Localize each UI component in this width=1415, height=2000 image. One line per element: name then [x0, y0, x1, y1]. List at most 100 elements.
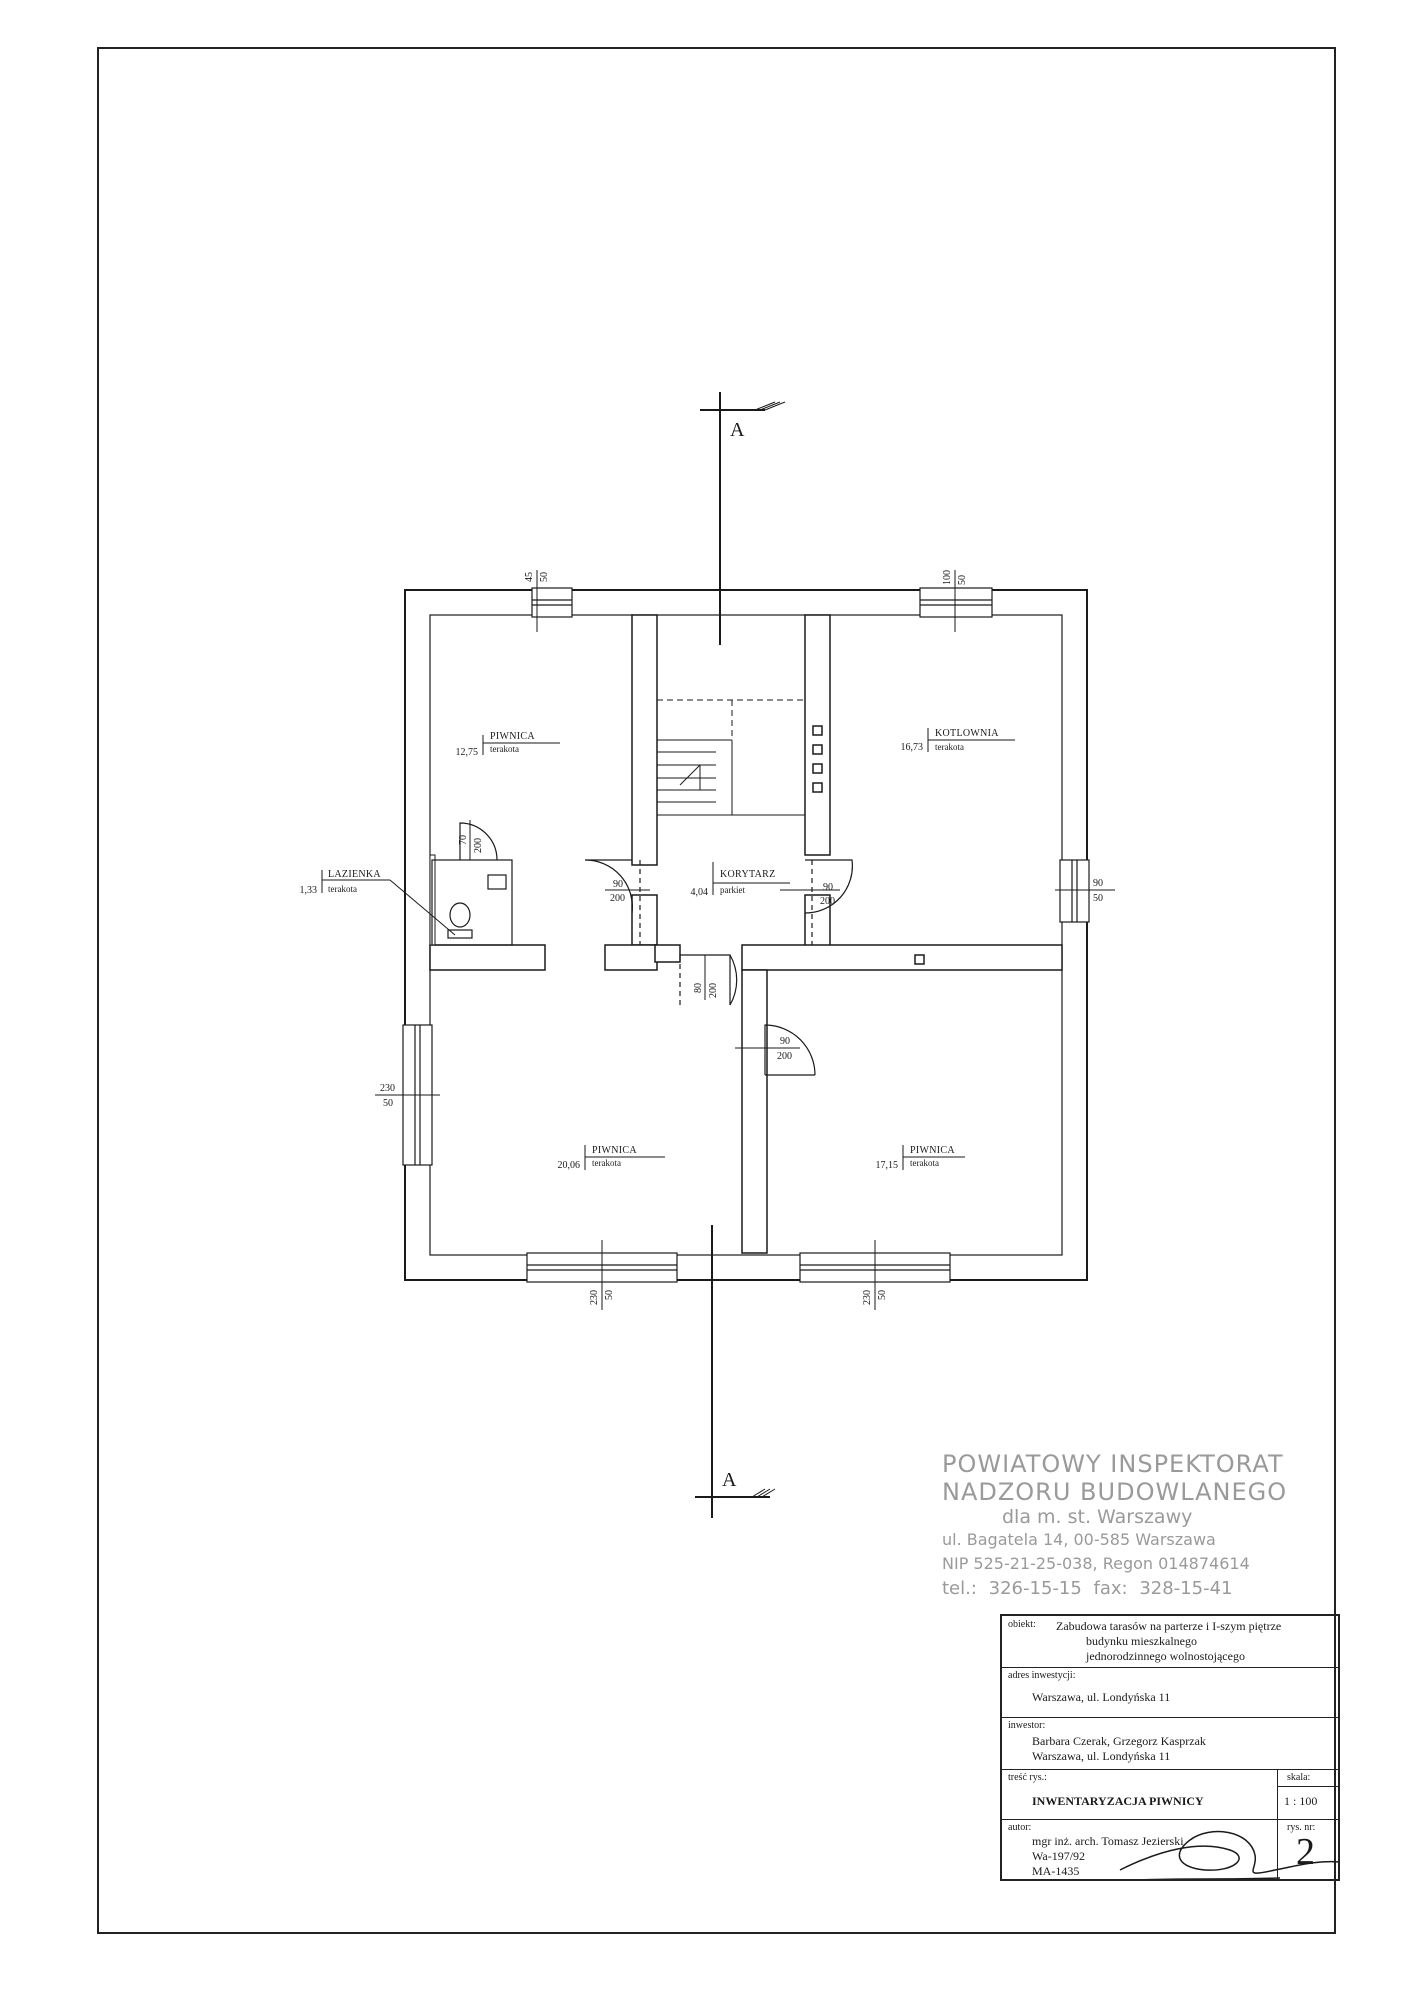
tb-obiekt-line-3: jednorodzinnego wolnostojącego [1086, 1649, 1245, 1663]
interior-walls [429, 614, 1063, 1254]
tb-divider [1277, 1770, 1278, 1881]
room-area: 20,06 [558, 1160, 581, 1171]
dim-height: 200 [708, 983, 719, 998]
section-label-top: A [730, 419, 745, 441]
dim-width: 230 [589, 1290, 600, 1305]
tb-autor-label: autor: [1008, 1822, 1032, 1833]
chimney-ducts [812, 725, 925, 965]
room-name: KORYTARZ [720, 869, 776, 880]
tb-autor-line-1: mgr inż. arch. Tomasz Jezierski [1032, 1834, 1184, 1848]
dim-height: 50 [1093, 893, 1103, 904]
dim-width: 230 [380, 1083, 395, 1094]
dim-width: 230 [862, 1290, 873, 1305]
tb-rys-value: 2 [1296, 1831, 1315, 1873]
dim-width: 70 [458, 835, 469, 845]
dim-height: 200 [777, 1051, 792, 1062]
room-label-piwnica-sw: PIWNICA 20,06 terakota [558, 1145, 665, 1171]
tb-row-inwestor: inwestor: Barbara Czerak, Grzegorz Kaspr… [1002, 1718, 1338, 1770]
staircase [657, 699, 805, 816]
tb-inwestor-line-2: Warszawa, ul. Londyńska 11 [1032, 1749, 1171, 1763]
room-area: 16,73 [901, 742, 924, 753]
section-line-bottom [695, 1225, 776, 1518]
dim-height: 200 [610, 893, 625, 904]
room-name: KOTLOWNIA [935, 728, 999, 739]
tb-skala-value: 1 : 100 [1284, 1794, 1318, 1808]
stamp-line-6: tel.: 326-15-15 fax: 328-15-41 [942, 1578, 1233, 1599]
tb-tresc-value: INWENTARYZACJA PIWNICY [1032, 1794, 1204, 1808]
tb-tresc-label: treść rys.: [1008, 1772, 1047, 1783]
official-stamp: POWIATOWY INSPEKTORAT NADZORU BUDOWLANEG… [942, 1450, 1322, 1610]
doors [584, 859, 853, 1076]
room-floor: terakota [910, 1158, 939, 1168]
room-floor: parkiet [720, 885, 745, 895]
dimension-win-top-right: 100 50 [942, 570, 968, 632]
room-area: 17,15 [876, 1160, 899, 1171]
tb-obiekt-label: obiekt: [1008, 1619, 1036, 1630]
dim-height: 50 [539, 572, 550, 582]
room-name: PIWNICA [490, 731, 535, 742]
tb-row-autor: autor: mgr inż. arch. Tomasz Jezierski W… [1002, 1820, 1338, 1881]
room-floor: terakota [592, 1158, 621, 1168]
tb-obiekt-line-2: budynku mieszkalnego [1086, 1634, 1197, 1648]
section-label-bottom: A [722, 1469, 737, 1491]
room-name: PIWNICA [592, 1145, 637, 1156]
dimension-door-center: 80 200 [693, 955, 719, 1000]
tb-rys-label: rys. nr: [1287, 1822, 1316, 1833]
tb-adres-label: adres inwestycji: [1008, 1670, 1076, 1681]
bathroom [431, 822, 513, 946]
stamp-line-3: dla m. st. Warszawy [1002, 1506, 1193, 1528]
tb-inwestor-label: inwestor: [1008, 1720, 1046, 1731]
room-floor: terakota [935, 742, 964, 752]
dimension-door-bath: 70 200 [458, 820, 484, 860]
tb-autor-line-3: MA-1435 [1032, 1864, 1080, 1878]
dim-height: 50 [957, 575, 968, 585]
room-area: 4,04 [691, 887, 709, 898]
room-area: 12,75 [456, 747, 479, 758]
tb-obiekt-line-1: Zabudowa tarasów na parterze i I-szym pi… [1056, 1619, 1282, 1633]
dim-width: 45 [524, 572, 535, 582]
sheet-frame [97, 47, 1336, 1934]
room-label-piwnica-nw: PIWNICA 12,75 terakota [456, 731, 560, 758]
dimension-door-se: 90 200 [735, 1036, 800, 1062]
room-label-lazienka: LAZIENKA 1,33 terakota [300, 869, 390, 896]
tb-row-tresc: treść rys.: INWENTARYZACJA PIWNICY skala… [1002, 1770, 1338, 1820]
room-floor: terakota [328, 884, 357, 894]
dim-width: 90 [780, 1036, 790, 1047]
dim-height: 50 [604, 1290, 615, 1300]
stamp-line-1: POWIATOWY INSPEKTORAT [942, 1450, 1284, 1478]
room-label-piwnica-se: PIWNICA 17,15 terakota [876, 1145, 965, 1171]
room-label-kotlownia: KOTLOWNIA 16,73 terakota [901, 728, 1015, 753]
dim-width: 90 [823, 882, 833, 893]
section-line-top [700, 392, 786, 645]
dimension-win-bottom-right: 230 50 [862, 1240, 888, 1310]
tb-autor-line-2: Wa-197/92 [1032, 1849, 1086, 1863]
dim-width: 100 [942, 570, 953, 585]
tb-skala-divider [1277, 1786, 1340, 1787]
dim-height: 200 [820, 896, 835, 907]
tb-row-obiekt: obiekt: Zabudowa tarasów na parterze i I… [1002, 1616, 1338, 1668]
dimension-win-right: 90 50 [1055, 878, 1115, 904]
dimension-win-left: 230 50 [375, 1083, 440, 1109]
stamp-line-5: NIP 525-21-25-038, Regon 014874614 [942, 1554, 1250, 1573]
tb-skala-label: skala: [1287, 1772, 1311, 1783]
dimension-win-bottom-left: 230 50 [589, 1240, 615, 1310]
bathroom-leader [389, 879, 456, 936]
room-name: LAZIENKA [328, 869, 381, 880]
tb-row-adres: adres inwestycji: Warszawa, ul. Londyńsk… [1002, 1668, 1338, 1718]
dim-height: 50 [877, 1290, 888, 1300]
room-label-korytarz: KORYTARZ 4,04 parkiet [691, 862, 790, 898]
dimension-door-right: 90 200 [780, 882, 840, 907]
stamp-line-2: NADZORU BUDOWLANEGO [942, 1478, 1288, 1506]
title-block: obiekt: Zabudowa tarasów na parterze i I… [1000, 1614, 1340, 1881]
stamp-line-4: ul. Bagatela 14, 00-585 Warszawa [942, 1530, 1216, 1549]
dim-height: 50 [383, 1098, 393, 1109]
dim-width: 90 [613, 879, 623, 890]
dimension-win-top-left: 45 50 [524, 570, 550, 632]
room-floor: terakota [490, 744, 519, 754]
room-name: PIWNICA [910, 1145, 955, 1156]
dim-height: 200 [473, 838, 484, 853]
dim-width: 80 [693, 983, 704, 993]
room-area: 1,33 [300, 885, 318, 896]
dimension-door-left: 90 200 [605, 879, 650, 904]
